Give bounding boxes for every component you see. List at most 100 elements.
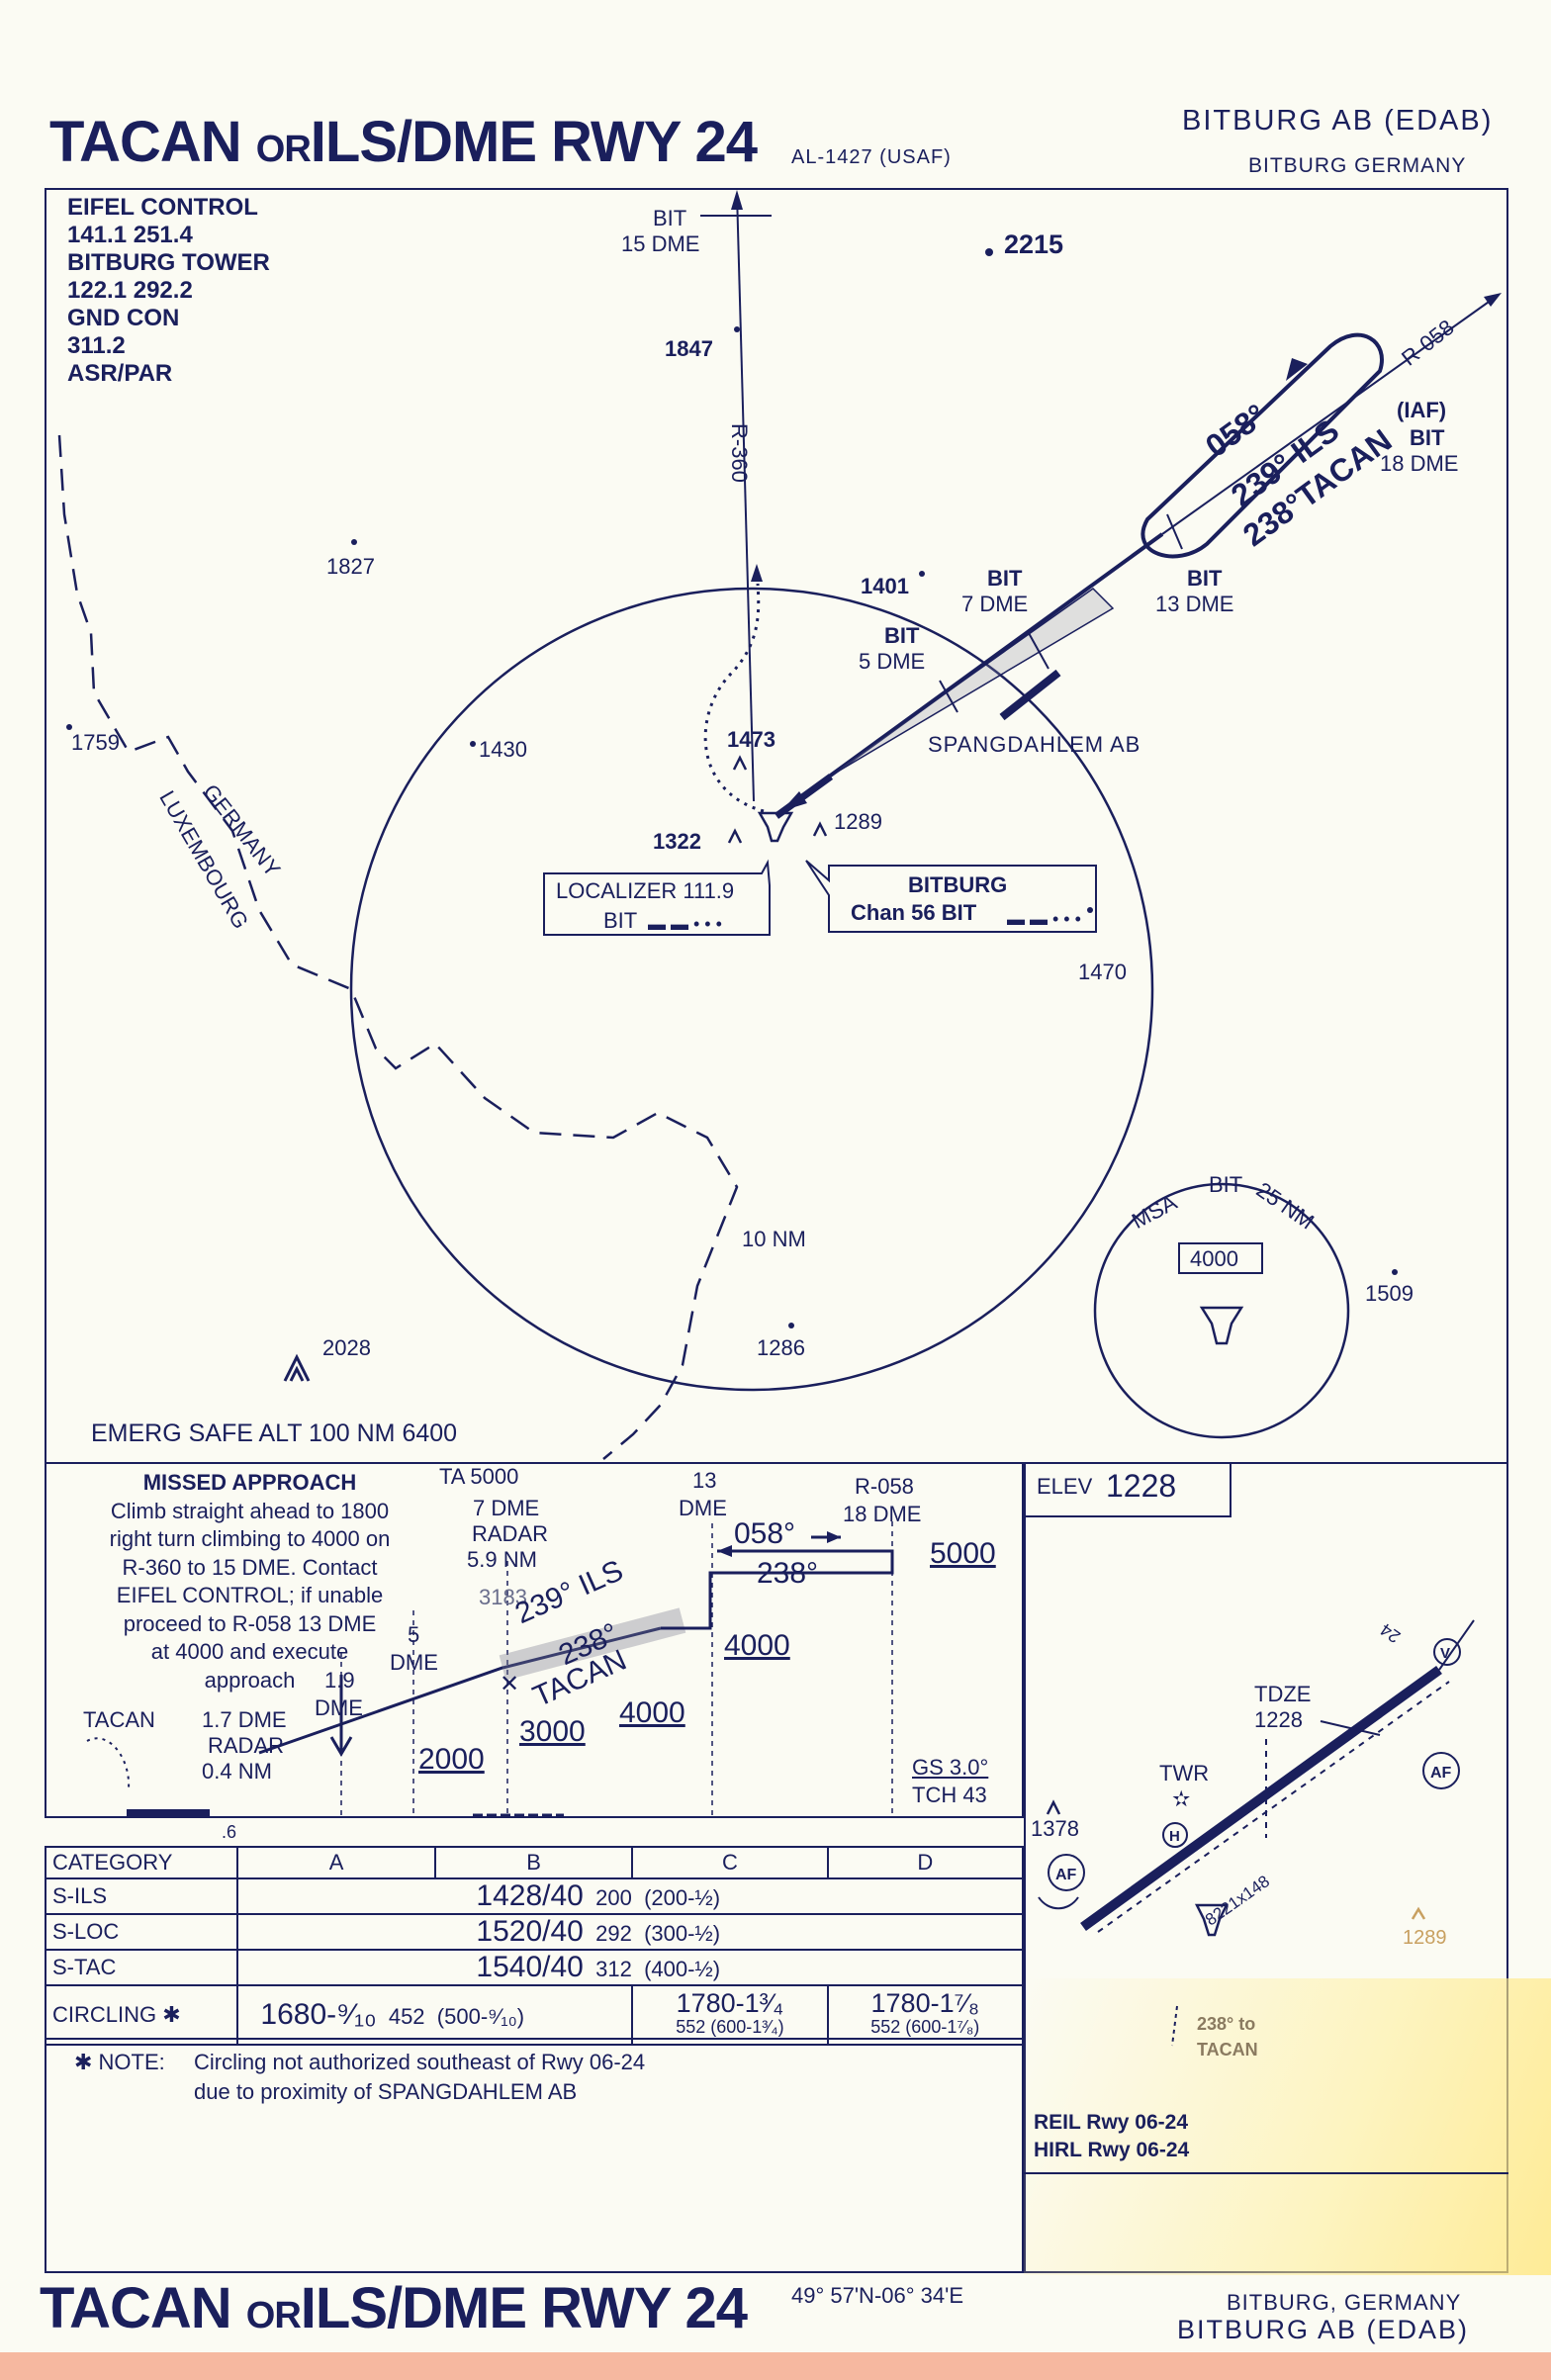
- min-value: 1428/40: [476, 1879, 584, 1912]
- holding-pattern: [1140, 332, 1384, 559]
- dme13-num: 13: [692, 1468, 717, 1493]
- radial-058-arrow: [1484, 293, 1502, 307]
- vasi-symbol: [1433, 1638, 1461, 1666]
- dme19-dme: DME: [315, 1695, 363, 1720]
- table-row: S-ILS 1428/40 200 (200-½): [44, 1877, 1024, 1915]
- missed-line-5: proceed to R-058 13 DME: [123, 1610, 377, 1636]
- spot-1827: [351, 539, 357, 545]
- bit15-label-b: 15 DME: [621, 231, 700, 256]
- heliport-symbol: [1162, 1822, 1188, 1848]
- min-paren: (300-½): [644, 1921, 721, 1946]
- tacan-arc: [86, 1737, 131, 1789]
- obstacle-2028-icon: [283, 1353, 311, 1382]
- spot-1430: [470, 741, 476, 747]
- row-label: S-TAC: [44, 1949, 239, 1986]
- min-value: 1540/40: [476, 1951, 584, 1983]
- footer-airport: BITBURG AB (EDAB): [1177, 2315, 1470, 2344]
- af-text-left: AF: [1055, 1867, 1077, 1883]
- circling-ab-hat: 452: [388, 2004, 425, 2029]
- spot-1286: [788, 1323, 794, 1328]
- tacan-box-outline: [805, 860, 1097, 933]
- radial-360-line: [736, 192, 755, 802]
- footer-title-tacan: TACAN: [40, 2276, 232, 2340]
- bit13-label-b: 13 DME: [1155, 592, 1234, 616]
- paper-discoloration: [1024, 1978, 1551, 2275]
- profile-18dme: 18 DME: [843, 1502, 922, 1526]
- loc-morse: ▬ ▬ • • •: [648, 914, 722, 934]
- min-hat: 200: [595, 1885, 632, 1910]
- title-or: OR: [255, 129, 312, 170]
- comms-eifel: EIFEL CONTROL: [67, 194, 258, 221]
- dme17-dme: 1.7 DME: [202, 1707, 287, 1732]
- dme17-radar: RADAR: [208, 1733, 285, 1758]
- airport-location: BITBURG GERMANY: [1248, 154, 1467, 177]
- bit7-label-b: 7 DME: [961, 592, 1029, 616]
- airport-name: BITBURG AB (EDAB): [1182, 105, 1494, 137]
- radar7-dme: 7 DME: [473, 1496, 540, 1520]
- tacan-course-line: [1171, 2005, 1178, 2047]
- obstacle-1289-diag-icon: [1411, 1906, 1426, 1920]
- msa-circle: [1093, 1182, 1350, 1439]
- elev-1289-diag: 1289: [1403, 1927, 1447, 1949]
- elev-2215: 2215: [1004, 229, 1064, 259]
- footer-coordinates: 49° 57'N-06° 34'E: [791, 2283, 963, 2308]
- bit13-tick: [1166, 513, 1183, 550]
- airport-diagram-graphics: AF AF V H ✫: [1038, 1619, 1475, 2047]
- tdze-label: TDZE: [1254, 1682, 1312, 1706]
- comms-block: EIFEL CONTROL 141.1 251.4 BITBURG TOWER …: [67, 194, 270, 388]
- airport-elevation: 1228: [1106, 1468, 1177, 1504]
- obstacle-1473-icon: [732, 755, 748, 771]
- runway-06-24: [1080, 1665, 1442, 1932]
- lighting-box: [1024, 2115, 1508, 2174]
- fix-x-icon: ✕: [500, 1671, 519, 1697]
- min-hat: 292: [595, 1921, 632, 1946]
- bit5-leader: [939, 680, 958, 713]
- profile-course-238: 238°: [757, 1557, 819, 1590]
- chart-id: AL-1427 (USAF): [791, 146, 952, 168]
- min-hat: 312: [595, 1957, 632, 1981]
- spot-1509: [1392, 1269, 1398, 1275]
- missed-line-6: at 4000 and execute: [150, 1639, 349, 1664]
- bit5-label-a: BIT: [884, 623, 920, 648]
- dme5-num: 5: [408, 1622, 420, 1647]
- bit7-leader: [1028, 632, 1049, 670]
- circling-d-value: 1780-1⁷⁄₈: [870, 1988, 980, 2018]
- tdze-leader: [1320, 1720, 1381, 1736]
- comms-tower-freq: 122.1 292.2: [67, 277, 193, 304]
- circling-row: CIRCLING ✱ 1680-⁹⁄₁₀ 452 (500-⁹⁄₁₀) 1780…: [44, 1984, 1025, 2046]
- elev-2028: 2028: [322, 1335, 371, 1360]
- emergency-safe-altitude: EMERG SAFE ALT 100 NM 6400: [91, 1419, 458, 1447]
- profile-course-058: 058°: [734, 1517, 796, 1550]
- msa-alt-box: [1178, 1242, 1263, 1274]
- spot-1401: [919, 571, 925, 577]
- profile-graphics: ✕: [86, 1521, 894, 1818]
- tacan-channel: Chan 56 BIT: [851, 900, 977, 925]
- circling-c-value: 1780-1³⁄₄: [676, 1988, 784, 2018]
- spot-1470: [1087, 907, 1093, 913]
- footer-location: BITBURG, GERMANY: [1227, 2290, 1462, 2315]
- row-minimums: 1520/40 292 (300-½): [236, 1913, 1024, 1951]
- dme19-num: 1.9: [324, 1668, 355, 1693]
- localizer-feather: [820, 588, 1115, 782]
- threshold-crossing-height: TCH 43: [912, 1783, 987, 1807]
- dme17-nm: 0.4 NM: [202, 1759, 272, 1784]
- page-edge-strip: [0, 2352, 1551, 2380]
- alt-3000: 3000: [519, 1715, 586, 1748]
- elev-label: ELEV: [1037, 1474, 1093, 1499]
- elev-1509: 1509: [1365, 1281, 1414, 1306]
- bit7-label-a: BIT: [987, 566, 1023, 591]
- border-line: [57, 434, 739, 1460]
- elev-1289: 1289: [834, 809, 882, 834]
- missed-line-2: right turn climbing to 4000 on: [109, 1526, 391, 1551]
- track-arrow-058: [827, 1531, 841, 1543]
- af-symbol-right: [1422, 1752, 1460, 1789]
- spot-2215: [985, 248, 993, 256]
- tower-icon: ✫: [1172, 1786, 1190, 1811]
- elev-1430: 1430: [479, 737, 527, 762]
- iaf-bit: BIT: [1410, 425, 1445, 450]
- taxiway-parallel: [1097, 1681, 1450, 1933]
- tdze-value: 1228: [1254, 1707, 1303, 1732]
- title-ils: ILS/DME RWY 24: [310, 110, 758, 174]
- category-a: A: [236, 1846, 436, 1879]
- localizer-box-outline: [543, 859, 771, 936]
